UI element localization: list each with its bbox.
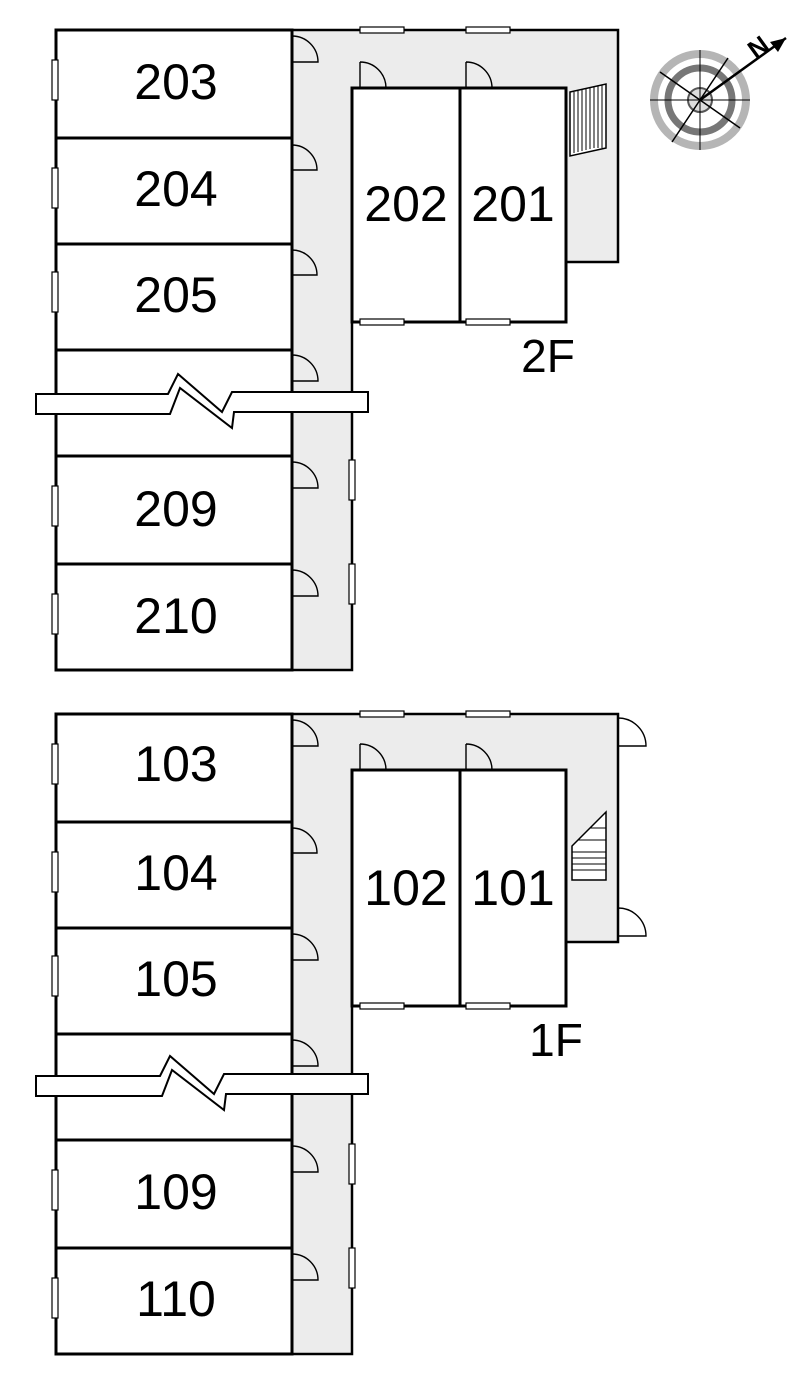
unit-109 xyxy=(54,1138,294,1250)
unit-105 xyxy=(54,926,294,1036)
unit-label-109: 109 xyxy=(134,1164,217,1220)
unit-label-104: 104 xyxy=(134,845,217,901)
unit-102 xyxy=(350,768,462,1008)
floor-label-2f: 2F xyxy=(521,330,575,382)
unit-label-101: 101 xyxy=(471,860,554,916)
unit-label-201: 201 xyxy=(471,176,554,232)
unit-110 xyxy=(54,1246,294,1356)
floor-label-1f: 1F xyxy=(529,1014,583,1066)
unit-201 xyxy=(458,86,568,324)
unit-label-203: 203 xyxy=(134,54,217,110)
windows-1f xyxy=(51,710,511,1319)
break-line-1f xyxy=(35,1054,369,1112)
break-line-2f xyxy=(35,372,369,430)
unit-label-205: 205 xyxy=(134,267,217,323)
unit-label-209: 209 xyxy=(134,481,217,537)
unit-label-210: 210 xyxy=(134,588,217,644)
unit-202 xyxy=(350,86,462,324)
floor-1f: 103 104 105 109 110 102 101 xyxy=(35,710,647,1356)
unit-204 xyxy=(54,136,294,246)
staircase-2f xyxy=(569,83,607,157)
unit-label-102: 102 xyxy=(364,860,447,916)
compass-icon: N xyxy=(650,30,787,150)
unit-210 xyxy=(54,562,294,672)
unit-label-202: 202 xyxy=(364,176,447,232)
unit-205 xyxy=(54,242,294,352)
unit-101 xyxy=(458,768,568,1008)
compass-north-label: N xyxy=(742,30,775,65)
unit-203 xyxy=(54,28,294,140)
doors-2f xyxy=(291,35,493,597)
unit-label-110: 110 xyxy=(136,1271,216,1327)
doors-1f xyxy=(291,717,647,1281)
unit-label-105: 105 xyxy=(134,951,217,1007)
unit-label-204: 204 xyxy=(134,161,217,217)
floor-2f: 203 204 205 209 210 202 201 xyxy=(35,26,620,672)
unit-label-103: 103 xyxy=(134,736,217,792)
staircase-1f xyxy=(571,810,607,881)
windows-2f xyxy=(51,26,511,635)
unit-103 xyxy=(54,712,294,824)
